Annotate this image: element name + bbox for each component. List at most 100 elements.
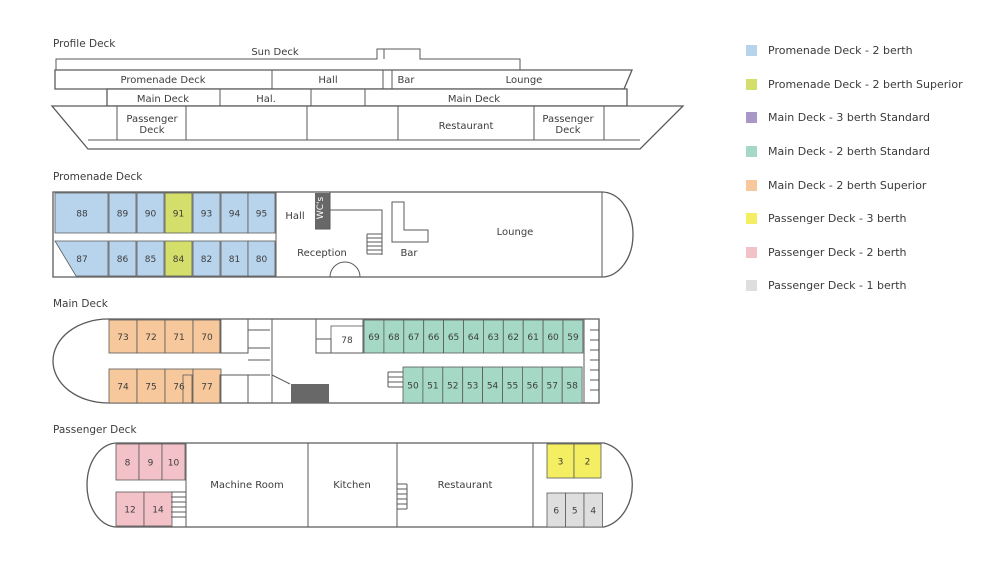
legend-item: Main Deck - 2 berth Superior	[746, 168, 996, 202]
cabin-58-box	[561, 366, 583, 404]
profile-passenger-right-line2: Deck	[555, 125, 580, 136]
legend-label: Promenade Deck - 2 berth Superior	[768, 77, 963, 91]
cabin-65-label: 65	[448, 333, 459, 343]
hall-label: Hall	[285, 211, 304, 222]
cabin-74-label: 74	[117, 383, 129, 393]
cabin-91-box	[164, 192, 193, 234]
cabin-94-label: 94	[229, 210, 241, 220]
cabin-59-label: 59	[567, 333, 579, 343]
cabin-70-label: 70	[201, 333, 213, 343]
passenger-stairs-left	[171, 491, 186, 518]
cabin-71-box	[164, 319, 194, 354]
cabin-90-box	[136, 192, 165, 234]
main-service-block	[291, 384, 329, 403]
cabin-62-label: 62	[508, 333, 519, 343]
main-bow-stairs	[583, 319, 599, 403]
cabin-69-label: 69	[368, 333, 380, 343]
cabin-2-label: 2	[585, 458, 591, 468]
cabin-95-label: 95	[256, 210, 267, 220]
legend-label: Passenger Deck - 3 berth	[768, 212, 907, 226]
legend-item: Promenade Deck - 2 berth	[746, 34, 996, 68]
cabin-85-label: 85	[145, 255, 156, 265]
cabin-51-label: 51	[427, 382, 438, 392]
cabin-10-label: 10	[168, 459, 180, 469]
wc-block	[315, 193, 330, 229]
profile-sun-deck-label: Sun Deck	[251, 47, 299, 58]
profile-passenger-right-line1: Passenger	[542, 114, 594, 125]
cabin-91-label: 91	[173, 210, 184, 220]
profile-lounge-label: Lounge	[506, 75, 543, 86]
profile-passenger-left-line2: Deck	[139, 125, 164, 136]
legend-item: Main Deck - 2 berth Standard	[746, 135, 996, 169]
legend-item: Passenger Deck - 1 berth	[746, 269, 996, 303]
legend-item: Passenger Deck - 2 berth	[746, 236, 996, 270]
legend-item: Passenger Deck - 3 berth	[746, 202, 996, 236]
machine-room-label: Machine Room	[210, 480, 284, 491]
profile-sun-deck-outline	[55, 48, 521, 70]
cabin-77-box	[192, 368, 222, 404]
bar-counter	[391, 201, 429, 243]
cabin-52-label: 52	[447, 382, 458, 392]
cabin-57-label: 57	[547, 382, 558, 392]
legend-label: Main Deck - 2 berth Standard	[768, 145, 930, 159]
bar-label: Bar	[400, 248, 418, 259]
cabin-10-box	[161, 443, 186, 481]
cabin-85-box	[136, 240, 165, 277]
cabin-80-box	[247, 240, 276, 277]
passenger-deck-title: Passenger Deck	[53, 424, 137, 436]
cabin-80-label: 80	[256, 255, 268, 265]
legend-label: Passenger Deck - 2 berth	[768, 245, 907, 259]
cabin-81-label: 81	[229, 255, 240, 265]
cabin-3-label: 3	[558, 458, 564, 468]
cabin-68-label: 68	[388, 333, 400, 343]
main-stair-hatch	[182, 374, 193, 404]
cabin-14-box	[143, 491, 173, 527]
cabin-81-box	[220, 240, 249, 277]
profile-deck-title: Profile Deck	[53, 38, 116, 50]
legend-label: Promenade Deck - 2 berth	[768, 44, 913, 58]
cabin-93-box	[192, 192, 221, 234]
cabin-59-box	[562, 319, 584, 354]
legend-swatch	[746, 112, 757, 124]
cabin-86-box	[108, 240, 137, 277]
legend-swatch	[746, 280, 757, 292]
profile-passenger-left-line1: Passenger	[126, 114, 178, 125]
promenade-deck-title: Promenade Deck	[53, 171, 143, 183]
cabin-73-label: 73	[117, 333, 128, 343]
cabin-93-label: 93	[201, 210, 212, 220]
cabin-60-label: 60	[547, 333, 559, 343]
profile-deck: Profile Deck Sun Deck Promenade Deck Hal…	[50, 38, 685, 150]
legend-item: Main Deck - 3 berth Standard	[746, 101, 996, 135]
profile-main-deck-left-label: Main Deck	[137, 94, 189, 105]
cabin-7-label: 78	[341, 336, 353, 346]
profile-bar-label: Bar	[397, 75, 415, 86]
cabin-88-box	[54, 192, 109, 234]
cabin-58-label: 58	[566, 382, 578, 392]
cabin-94-box	[220, 192, 249, 234]
cabin-72-label: 72	[145, 333, 156, 343]
cabin-14-label: 14	[152, 506, 164, 516]
cabin-8-label: 8	[125, 459, 131, 469]
cabin-82-label: 82	[201, 255, 212, 265]
legend-swatch	[746, 146, 757, 158]
cabin-89-box	[108, 192, 137, 234]
passenger-stairs-restaurant	[397, 483, 408, 510]
kitchen-label: Kitchen	[333, 480, 371, 491]
promenade-stairs	[366, 233, 382, 255]
cabin-77-label: 77	[201, 383, 212, 393]
cabin-86-label: 86	[117, 255, 129, 265]
legend-swatch	[746, 78, 757, 90]
cabin-70-box	[192, 319, 222, 354]
cabin-6-label: 6	[553, 507, 559, 517]
reception-label: Reception	[297, 248, 347, 259]
legend-label: Passenger Deck - 1 berth	[768, 279, 907, 293]
cabin-87-box	[54, 240, 109, 277]
legend-swatch	[746, 213, 757, 225]
wc-label: WC's	[316, 197, 326, 220]
